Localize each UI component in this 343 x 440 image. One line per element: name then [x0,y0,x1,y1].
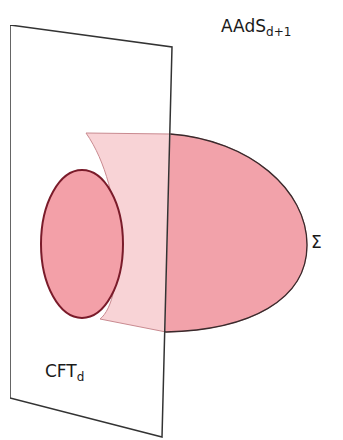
space-name: Σ [311,232,322,252]
space-name: AAdS [221,16,266,36]
dimension-subscript: d [77,370,85,384]
theory-name: CFT [45,361,77,381]
boundary-region [41,170,123,318]
plane-label: CFTd [45,361,84,384]
boundary-plane: CFTd [10,25,175,440]
bulk-label: AAdSd+1 [221,16,291,39]
dimension-subscript: d+1 [266,25,291,39]
plane-edge [10,25,172,437]
surface-label: Σ [311,232,322,252]
plane-outline [10,25,175,440]
